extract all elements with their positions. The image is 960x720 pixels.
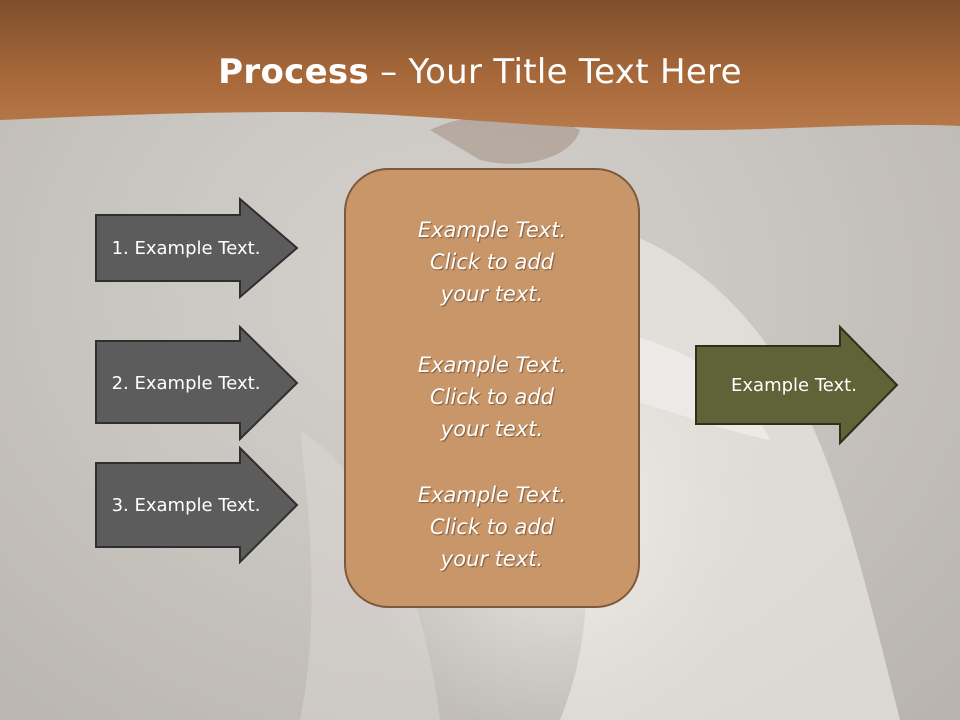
arrow-shape-icon (695, 324, 899, 446)
title-rest: – Your Title Text Here (369, 52, 742, 92)
result-arrow: Example Text. (694, 324, 900, 446)
center-line: your text. (440, 547, 544, 571)
title-bold: Process (218, 52, 370, 92)
arrow-shape-icon (95, 196, 299, 300)
step-label-2: 2. Example Text. (111, 372, 261, 394)
center-line: Example Text. (417, 483, 567, 507)
center-line: Click to add (429, 385, 554, 409)
arrow-shape-icon (95, 445, 299, 565)
center-block-3: Example Text. Click to add your text. (346, 479, 638, 575)
header-banner (0, 0, 960, 131)
step-arrow-2: 2. Example Text. (94, 324, 300, 442)
center-line: Click to add (429, 250, 554, 274)
center-text-box[interactable]: Example Text. Click to add your text. Ex… (344, 168, 640, 608)
result-label: Example Text. (731, 374, 857, 396)
step-arrow-1: 1. Example Text. (94, 196, 300, 300)
step-label-3: 3. Example Text. (111, 494, 261, 516)
step-label-1: 1. Example Text. (111, 237, 261, 259)
center-block-2: Example Text. Click to add your text. (346, 349, 638, 445)
arrow-shape-icon (95, 324, 299, 442)
center-line: Example Text. (417, 353, 567, 377)
step-arrow-3: 3. Example Text. (94, 445, 300, 565)
center-line: your text. (440, 282, 544, 306)
center-line: your text. (440, 417, 544, 441)
slide-title: Process – Your Title Text Here (0, 52, 960, 92)
center-line: Click to add (429, 515, 554, 539)
center-line: Example Text. (417, 218, 567, 242)
center-block-1: Example Text. Click to add your text. (346, 214, 638, 310)
